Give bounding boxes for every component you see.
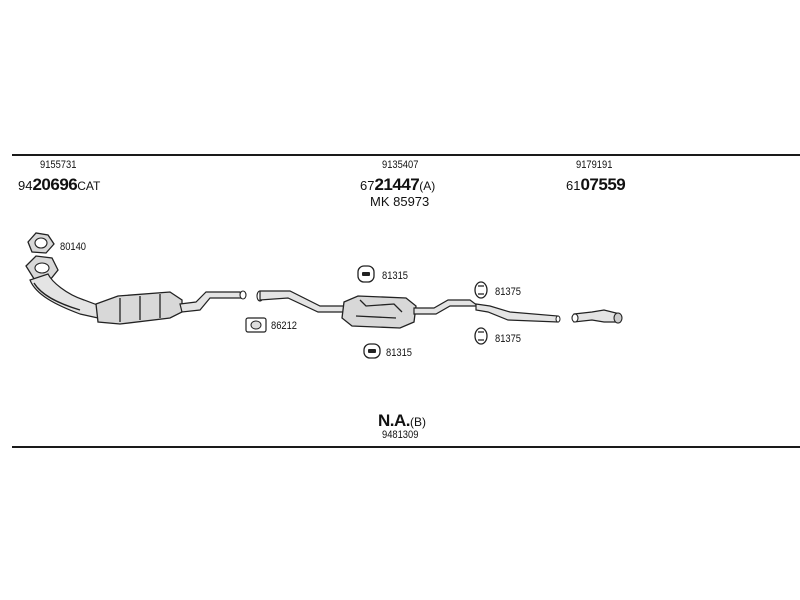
bottom-part-code: N.A. (378, 411, 411, 430)
gasket-part (27, 232, 55, 254)
bottom-part-number: N.A.(B) (378, 412, 426, 430)
middle-part-ref: 9135407 (382, 159, 419, 171)
front-pipe-catalyst-part (25, 255, 247, 325)
front-part-prefix: 94 (18, 178, 33, 193)
middle-pipe-muffler-part (256, 290, 561, 329)
front-part-ref: 9155731 (40, 159, 77, 171)
middle-part-code: 21447 (374, 175, 420, 194)
front-part-suffix: CAT (77, 179, 101, 193)
rear-part-code: 07559 (580, 175, 626, 194)
front-part-number: 9420696CAT (18, 176, 100, 194)
hanger-rear-bottom-part (474, 327, 488, 345)
rear-tailpipe-part (571, 309, 623, 324)
hanger-mid-top-part (357, 265, 375, 283)
hanger-rear-bottom-label: 81375 (495, 333, 522, 345)
hanger-mid-bottom-label: 81315 (386, 347, 413, 359)
rear-part-number: 6107559 (566, 175, 626, 194)
bottom-part-ref: 9481309 (382, 429, 419, 441)
hanger-mid-top-label: 81315 (382, 270, 409, 282)
front-part-code: 20696 (32, 175, 78, 194)
hanger-rear-top-label: 81375 (495, 286, 522, 298)
gasket-label: 80140 (60, 241, 87, 253)
rear-part-prefix: 61 (566, 178, 581, 193)
rear-part-ref: 9179191 (576, 159, 613, 171)
middle-part-number: 6721447(A) (360, 176, 435, 194)
middle-kit-number: MK 85973 (370, 194, 430, 209)
bottom-divider-line (12, 446, 800, 448)
hanger-rear-top-part (474, 281, 488, 299)
clamp-label: 86212 (271, 320, 298, 332)
clamp-part (245, 317, 267, 333)
bottom-part-suffix: (B) (410, 415, 426, 429)
middle-part-suffix: (A) (419, 179, 436, 193)
middle-part-prefix: 67 (360, 178, 375, 193)
top-divider-line (12, 154, 800, 156)
hanger-mid-bottom-part (363, 343, 381, 359)
